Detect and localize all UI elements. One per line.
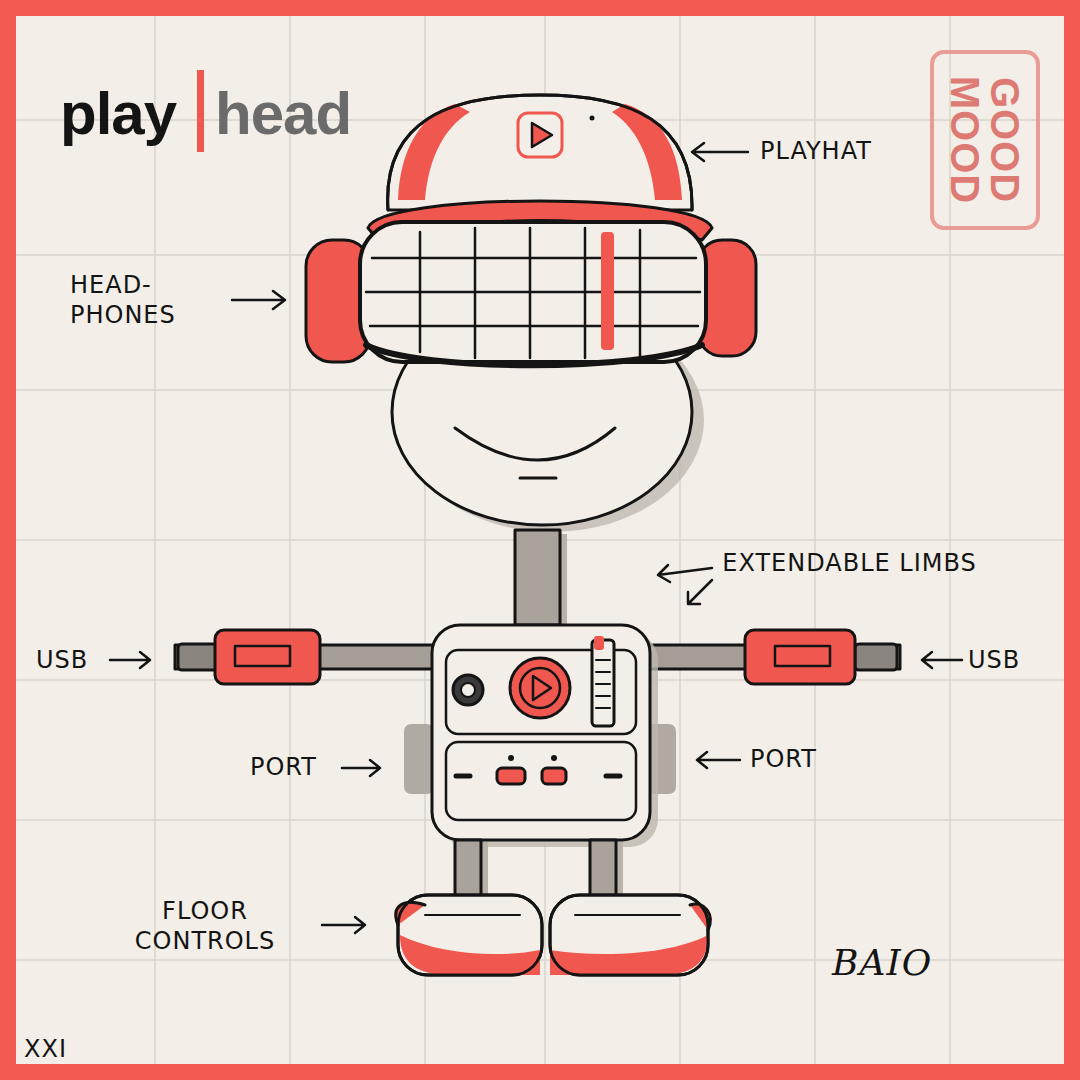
part-name: FLOOR CONTROLS (100, 896, 310, 956)
part-name: PORT (750, 744, 840, 774)
logo-word: head (215, 84, 351, 144)
part-name: PORT (250, 752, 340, 782)
part-name: USB (36, 645, 116, 675)
logo-word: play (60, 84, 176, 144)
signature: BAIO (832, 940, 952, 985)
stamp-box: GOOD MOOD (930, 50, 1040, 230)
sheet-number: XXI (24, 1034, 104, 1064)
part-name: PLAYHAT (760, 136, 960, 166)
part-name: USB (968, 645, 1048, 675)
stamp-text: GOOD MOOD (945, 70, 1025, 210)
part-name: HEAD- PHONES (70, 270, 220, 330)
part-name: EXTENDABLE LIMBS (722, 548, 977, 578)
